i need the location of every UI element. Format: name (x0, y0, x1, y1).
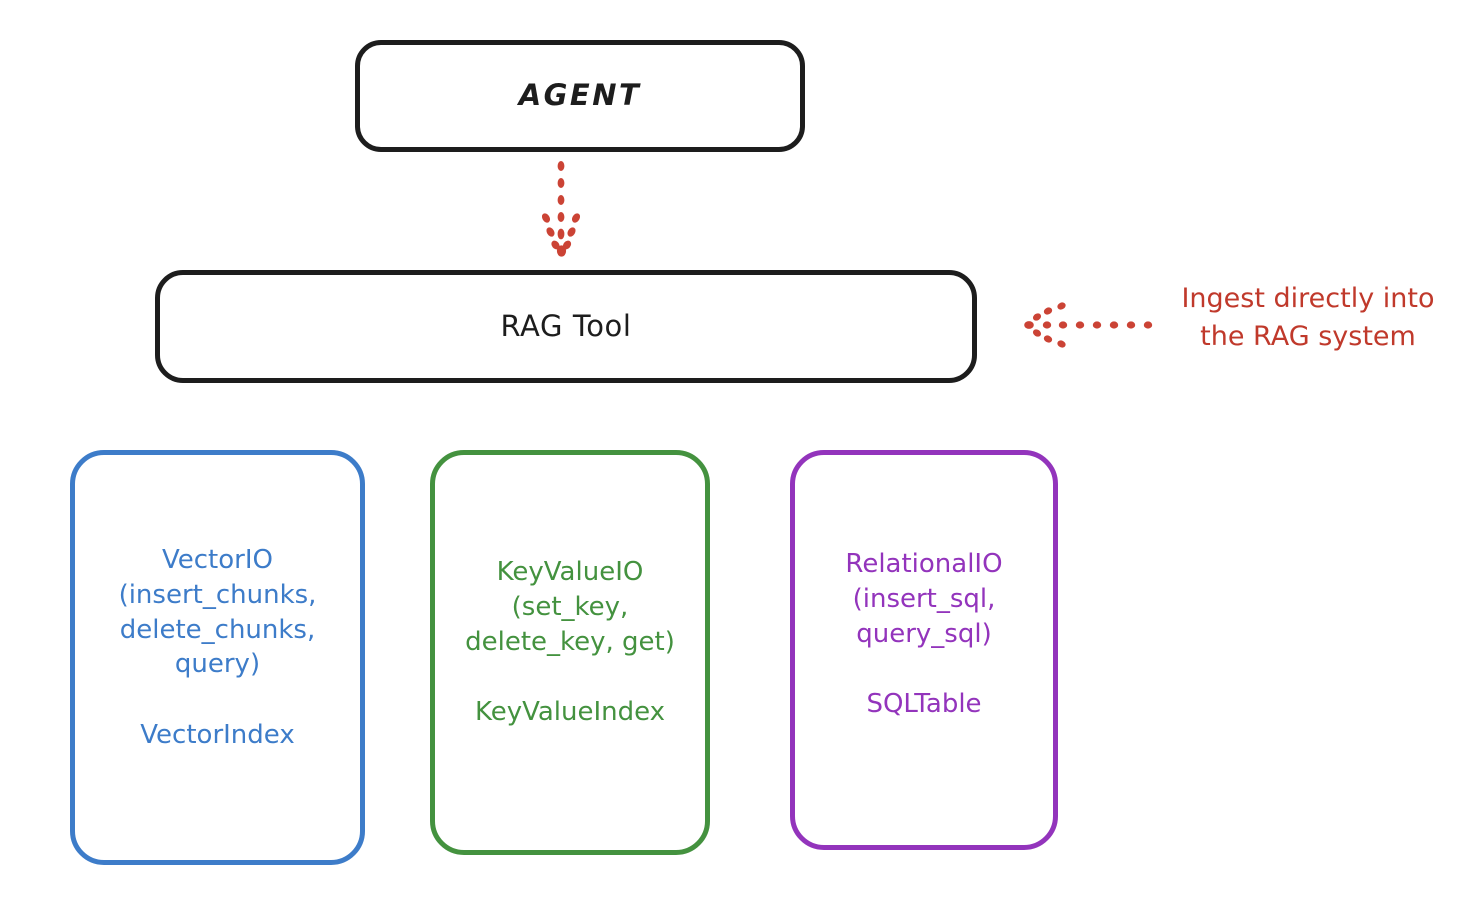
keyvalue-index-label: KeyValueIndex (474, 697, 666, 728)
rag-tool-node-label: RAG Tool (500, 308, 632, 343)
ingest-annotation-label: Ingest directly into the RAG system (1181, 283, 1435, 353)
keyvalue-store-node[interactable]: KeyValueIO (set_key, delete_key, get) Ke… (430, 450, 710, 855)
agent-node-label: AGENT (518, 78, 642, 113)
relational-index-label: SQLTable (866, 689, 982, 720)
vector-io-label: VectorIO (insert_chunks, delete_chunks, … (118, 545, 317, 680)
relational-store-node[interactable]: RelationalIO (insert_sql, query_sql) SQL… (790, 450, 1058, 850)
vector-store-node[interactable]: VectorIO (insert_chunks, delete_chunks, … (70, 450, 365, 865)
relational-io-label: RelationalIO (insert_sql, query_sql) (845, 549, 1003, 649)
agent-node[interactable]: AGENT (355, 40, 805, 152)
vector-index-label: VectorIndex (140, 720, 295, 751)
agent-to-rag-arrow-icon (541, 161, 581, 257)
ingest-arrow-icon (1024, 302, 1153, 348)
rag-tool-node[interactable]: RAG Tool (155, 270, 977, 383)
keyvalue-io-label: KeyValueIO (set_key, delete_key, get) (465, 557, 675, 657)
